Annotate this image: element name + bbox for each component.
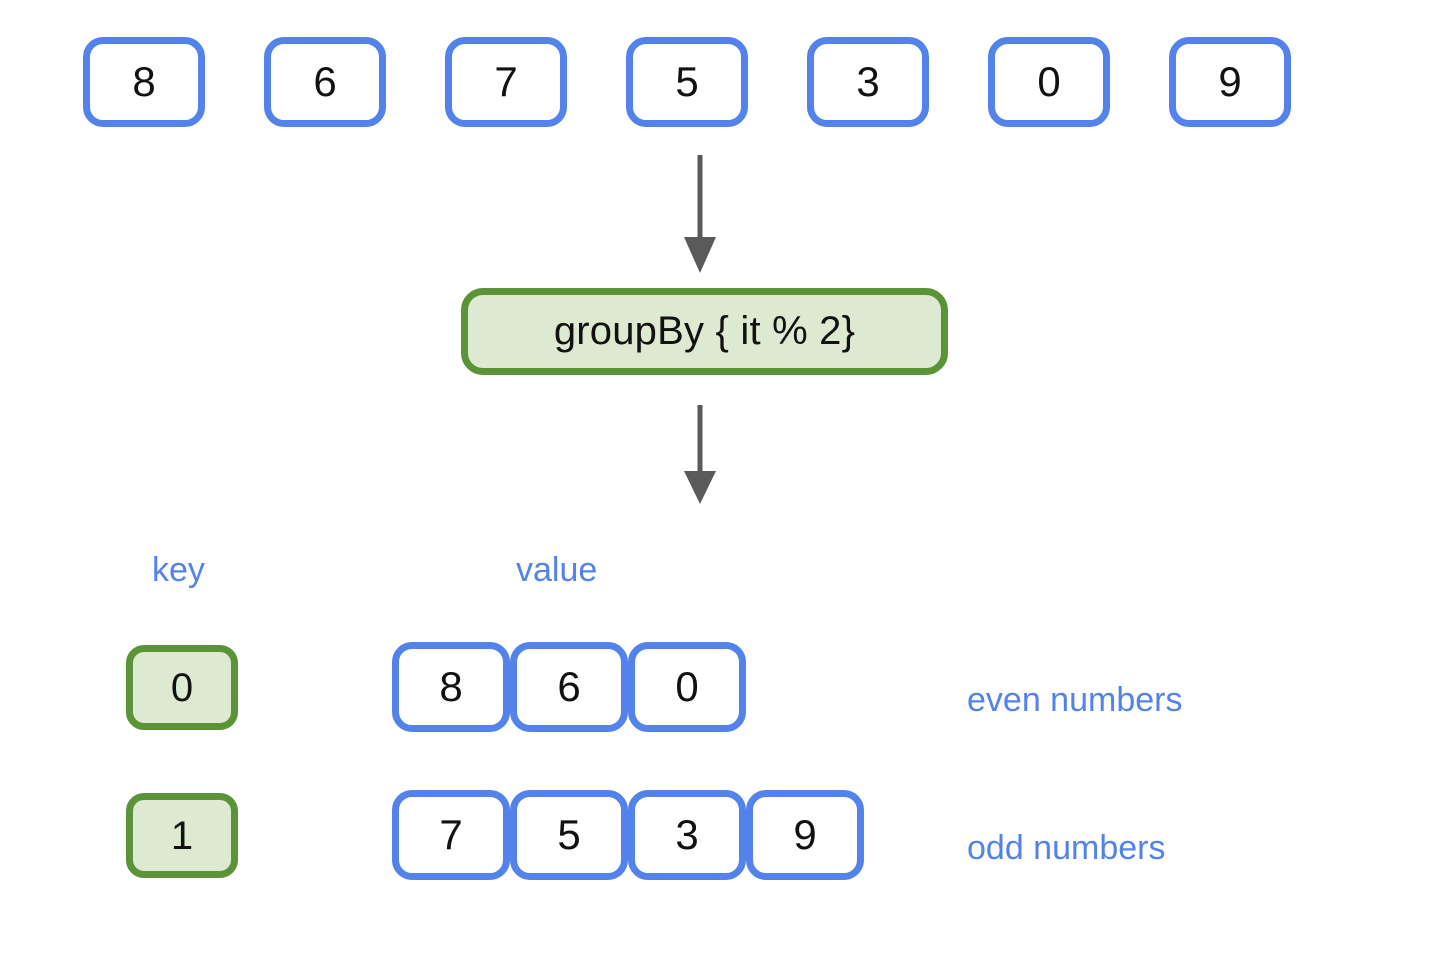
group-0-value-1: 6 [510, 642, 628, 732]
column-header-value: value [516, 551, 598, 589]
groupby-operation-box: groupBy { it % 2} [461, 288, 948, 375]
group-values-row-0: 8 6 0 [392, 642, 746, 732]
source-item-6: 9 [1169, 37, 1291, 127]
group-1-value-2: 3 [628, 790, 746, 880]
arrow-operation-to-result-icon [684, 405, 716, 504]
group-0-value-2: 0 [628, 642, 746, 732]
source-item-0: 8 [83, 37, 205, 127]
group-1-annotation: odd numbers [967, 829, 1166, 867]
group-0-annotation: even numbers [967, 681, 1183, 719]
source-item-4: 3 [807, 37, 929, 127]
group-1-value-3: 9 [746, 790, 864, 880]
group-key-0: 0 [126, 645, 238, 730]
source-collection-row: 8 6 7 5 3 0 9 [83, 37, 1291, 127]
group-key-1: 1 [126, 793, 238, 878]
groupby-operation-label: groupBy { it % 2} [553, 309, 856, 353]
source-item-1: 6 [264, 37, 386, 127]
group-values-row-1: 7 5 3 9 [392, 790, 864, 880]
group-0-value-0: 8 [392, 642, 510, 732]
source-item-5: 0 [988, 37, 1110, 127]
arrow-input-to-operation-icon [684, 155, 716, 273]
source-item-3: 5 [626, 37, 748, 127]
group-1-value-1: 5 [510, 790, 628, 880]
source-item-2: 7 [445, 37, 567, 127]
group-1-value-0: 7 [392, 790, 510, 880]
column-header-key: key [152, 551, 205, 589]
